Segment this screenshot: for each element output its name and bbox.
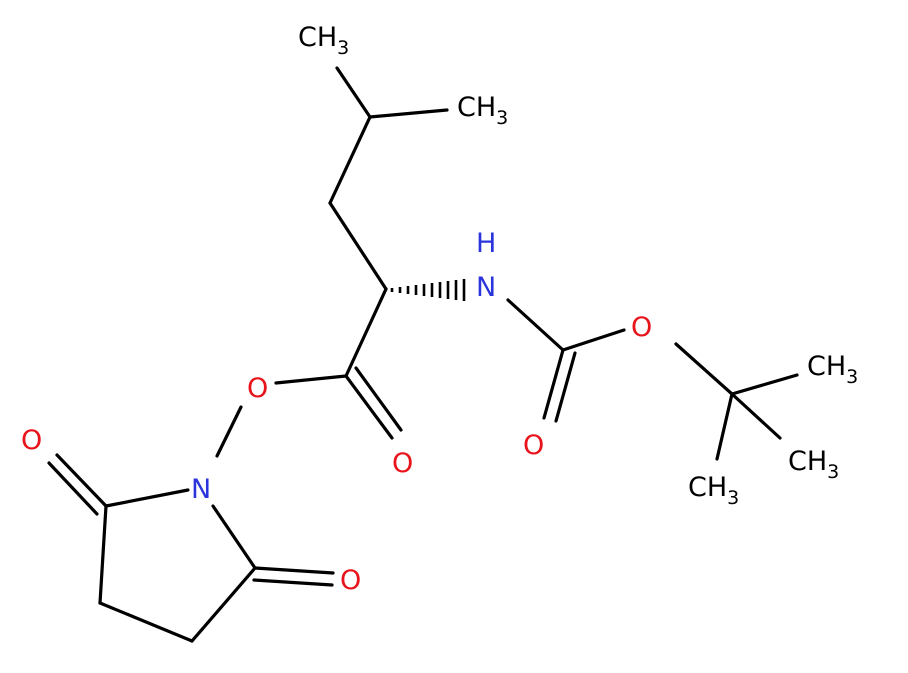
bond-cright-oright-b: [252, 578, 334, 587]
bond-layer: [47, 66, 799, 643]
bond-ch-ch3right: [368, 108, 449, 119]
bond-ch2-calpha: [328, 201, 388, 291]
bond-cq-me2: [730, 392, 782, 440]
atom-o-imide-left: O: [21, 425, 42, 456]
bond-ch2a-ch2b: [98, 601, 194, 643]
bond-cester-ocarbonyl-b: [354, 366, 403, 432]
bond-cq-me1: [730, 373, 799, 396]
atom-o-boc-carbonyl: O: [523, 430, 544, 461]
bond-ccarb-ocarb-a: [542, 348, 565, 420]
bond-cleft-oleft-a: [55, 453, 108, 508]
bond-ch3top-ch: [335, 66, 372, 119]
bond-cright-oright-a: [253, 566, 335, 575]
atom-nh: NH: [476, 228, 496, 303]
bond-calpha-cester: [344, 287, 388, 378]
atom-o-imide-right: O: [340, 565, 361, 596]
bond-ch2b-cright: [190, 566, 257, 643]
bond-ccarb-oether: [561, 328, 626, 352]
bond-oether-cq: [674, 342, 734, 396]
atom-o-boc-ether: O: [631, 312, 652, 343]
bond-cright-n: [211, 504, 257, 570]
bond-cester-ocarbonyl-a: [344, 374, 394, 440]
bond-nh-ccarb: [506, 298, 565, 352]
bond-cleft-oleft-b: [47, 461, 99, 516]
bond-ch-ch2: [328, 115, 372, 205]
atom-ch3-tbu-2: CH3: [788, 446, 839, 483]
hashed-wedge-bond: [390, 279, 466, 301]
atom-ch3-top: CH3: [298, 22, 349, 59]
bond-cester-oester: [274, 374, 348, 385]
bond-cleft-ch2a: [98, 504, 108, 605]
atom-o-ester: O: [247, 373, 268, 404]
bond-cq-me3: [715, 392, 734, 461]
atom-o-carbonyl-ester: O: [392, 448, 413, 479]
atom-ch3-right: CH3: [457, 92, 508, 129]
atom-ch3-tbu-1: CH3: [807, 351, 858, 388]
atom-ch3-tbu-3: CH3: [688, 472, 739, 509]
bond-oester-nimide: [215, 405, 243, 458]
bond-n-cleft: [104, 488, 190, 508]
bond-ccarb-ocarb-b: [554, 351, 577, 423]
atom-n-imide: N: [191, 474, 211, 505]
